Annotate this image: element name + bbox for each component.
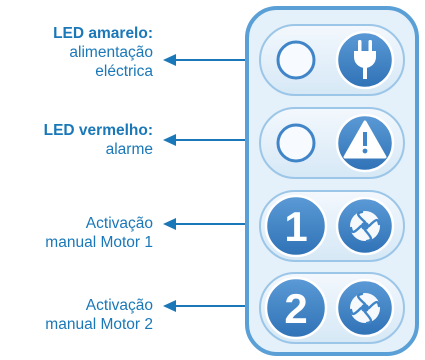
label-motor-2-line-1: Activação bbox=[85, 297, 153, 314]
row-motor-2: 2 bbox=[259, 272, 405, 344]
arrow-head-motor-2 bbox=[163, 300, 176, 312]
label-led-yellow-line-2: eléctrica bbox=[95, 63, 153, 80]
label-led-red-title: LED vermelho: bbox=[43, 122, 153, 139]
warning-triangle-icon bbox=[343, 120, 387, 159]
label-led-yellow: LED amarelo: alimentação eléctrica bbox=[53, 24, 153, 81]
fan-icon bbox=[349, 292, 381, 325]
motor-2-number: 2 bbox=[284, 285, 307, 332]
control-panel: 1 2 bbox=[245, 6, 419, 356]
power-plug-icon bbox=[354, 40, 376, 79]
label-motor-2-line-2: manual Motor 2 bbox=[45, 316, 153, 333]
motor-2-number-button[interactable] bbox=[264, 276, 328, 340]
motor-1-number: 1 bbox=[284, 203, 307, 250]
led-yellow-indicator bbox=[276, 40, 316, 80]
label-motor-2: Activação manual Motor 2 bbox=[45, 296, 153, 334]
label-motor-1-line-2: manual Motor 1 bbox=[45, 234, 153, 251]
label-led-red: LED vermelho: alarme bbox=[44, 121, 153, 159]
label-led-yellow-title: LED amarelo: bbox=[53, 25, 153, 42]
label-motor-1-line-1: Activação bbox=[85, 215, 153, 232]
row-motor-1: 1 bbox=[259, 190, 405, 262]
label-led-yellow-line-1: alimentação bbox=[69, 44, 153, 61]
arrow-head-led-yellow bbox=[163, 54, 176, 66]
motor-1-number-button[interactable] bbox=[264, 194, 328, 258]
arrow-head-motor-1 bbox=[163, 218, 176, 230]
fan-icon bbox=[349, 210, 381, 243]
row-power bbox=[259, 24, 405, 96]
label-led-red-line-1: alarme bbox=[105, 141, 153, 158]
row-alarm bbox=[259, 107, 405, 179]
label-motor-1: Activação manual Motor 1 bbox=[45, 214, 153, 252]
led-red-indicator bbox=[276, 123, 316, 163]
arrow-head-led-red bbox=[163, 134, 176, 146]
